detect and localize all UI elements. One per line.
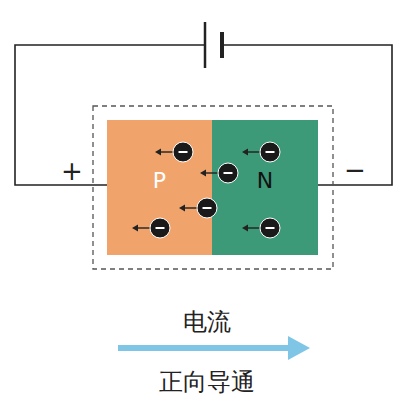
positive-terminal: +: [61, 157, 83, 186]
battery-long-plate: [204, 22, 207, 68]
current-label: 电流: [183, 309, 231, 335]
region-letter: N: [257, 169, 273, 193]
dashed-enclosure: [93, 106, 333, 269]
p-region: P: [107, 120, 212, 255]
region-letter: P: [153, 169, 166, 193]
negative-terminal: −: [344, 156, 366, 185]
conduction-label: 正向导通: [159, 369, 255, 395]
current-arrow-shaft: [118, 345, 290, 351]
n-region: N: [212, 120, 318, 255]
current-arrow-head: [288, 336, 310, 360]
battery-short-plate: [220, 32, 224, 58]
